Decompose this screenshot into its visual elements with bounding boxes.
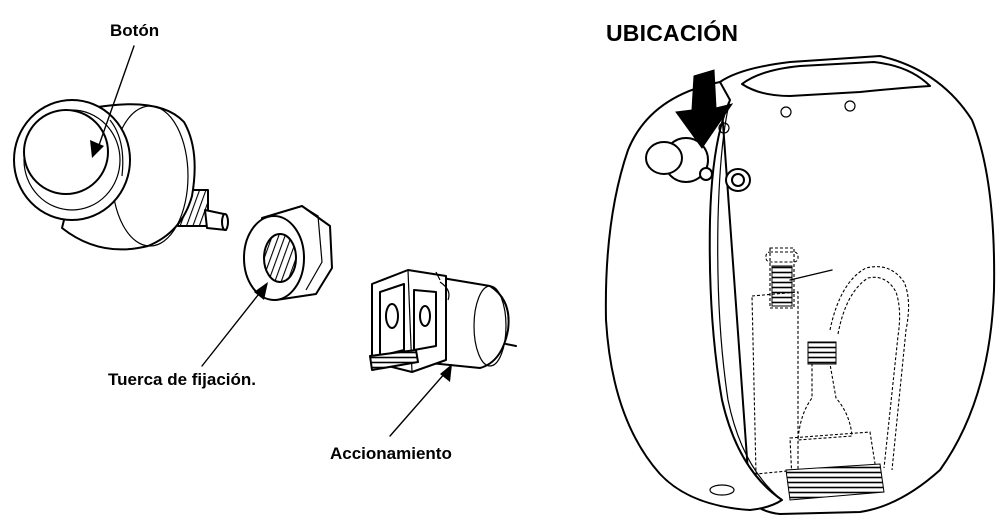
location-title: UBICACIÓN bbox=[606, 20, 739, 46]
button-part bbox=[13, 99, 229, 251]
actuator-label: Accionamiento bbox=[330, 444, 452, 463]
actuator-part bbox=[369, 269, 517, 373]
leader-lines bbox=[90, 45, 452, 437]
nut-part bbox=[243, 205, 333, 301]
arrowhead-icon bbox=[90, 140, 104, 158]
tank-illustration bbox=[604, 55, 996, 515]
nut-label: Tuerca de fijación. bbox=[108, 370, 257, 389]
button-label: Botón bbox=[110, 21, 160, 40]
arrowhead-icon bbox=[254, 282, 268, 300]
location-arrow-icon bbox=[675, 69, 734, 149]
arrowhead-icon bbox=[440, 364, 452, 382]
